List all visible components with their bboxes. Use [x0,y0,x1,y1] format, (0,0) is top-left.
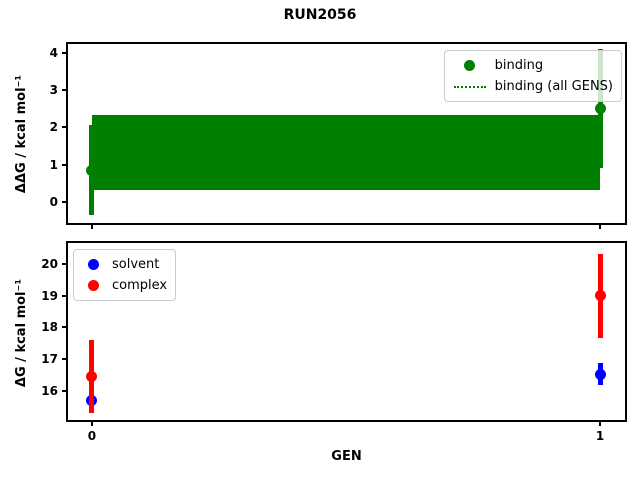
dotted-line-icon [453,85,487,88]
figure-title: RUN2056 [283,7,357,23]
x-tick-label: 0 [87,429,97,443]
complex-dot-icon [82,280,104,291]
confidence-band [91,115,601,190]
y-tick-label: 1 [49,157,58,172]
x-axis-label: GEN [331,449,362,464]
y-tick-label: 20 [41,257,58,272]
legend-entry-complex: complex [82,275,167,296]
solvent-dot-icon [82,259,104,270]
bottom-plot-legend: solvent complex [73,249,177,301]
data-point-marker [86,371,98,383]
data-point-marker [594,103,606,115]
y-tick-mark [62,326,66,329]
bottom-plot-axes: solvent complex [66,241,627,422]
data-point-marker [594,290,606,302]
y-tick-mark [62,126,66,129]
y-tick-label: 4 [49,45,58,60]
y-tick-label: 19 [41,288,58,303]
y-tick-mark [62,201,66,204]
x-tick-mark [599,225,602,229]
y-tick-label: 17 [41,351,58,366]
legend-entry-binding-all-gens: binding (all GENS) [453,76,613,97]
legend-label: binding [494,58,544,73]
y-tick-label: 18 [41,320,58,335]
y-tick-label: 0 [49,195,58,210]
y-tick-mark [62,389,66,392]
top-plot-legend: binding binding (all GENS) [443,50,622,102]
y-tick-label: 3 [49,82,58,97]
x-tick-mark [599,422,602,426]
x-tick-mark [90,225,93,229]
legend-entry-solvent: solvent [82,254,167,275]
y-tick-mark [62,163,66,166]
y-tick-mark [62,88,66,91]
y-tick-label: 16 [41,383,58,398]
x-tick-label: 1 [595,429,605,443]
y-tick-mark [62,263,66,266]
binding-dot-icon [453,60,487,71]
legend-entry-binding: binding [453,55,613,76]
x-tick-mark [90,422,93,426]
data-point-marker [86,164,98,176]
legend-label: binding (all GENS) [494,79,613,94]
legend-label: solvent [112,257,160,272]
y-tick-mark [62,51,66,54]
data-point-marker [594,368,606,380]
y-tick-mark [62,357,66,360]
y-tick-label: 2 [49,120,58,135]
y-tick-mark [62,294,66,297]
legend-label: complex [112,278,168,293]
